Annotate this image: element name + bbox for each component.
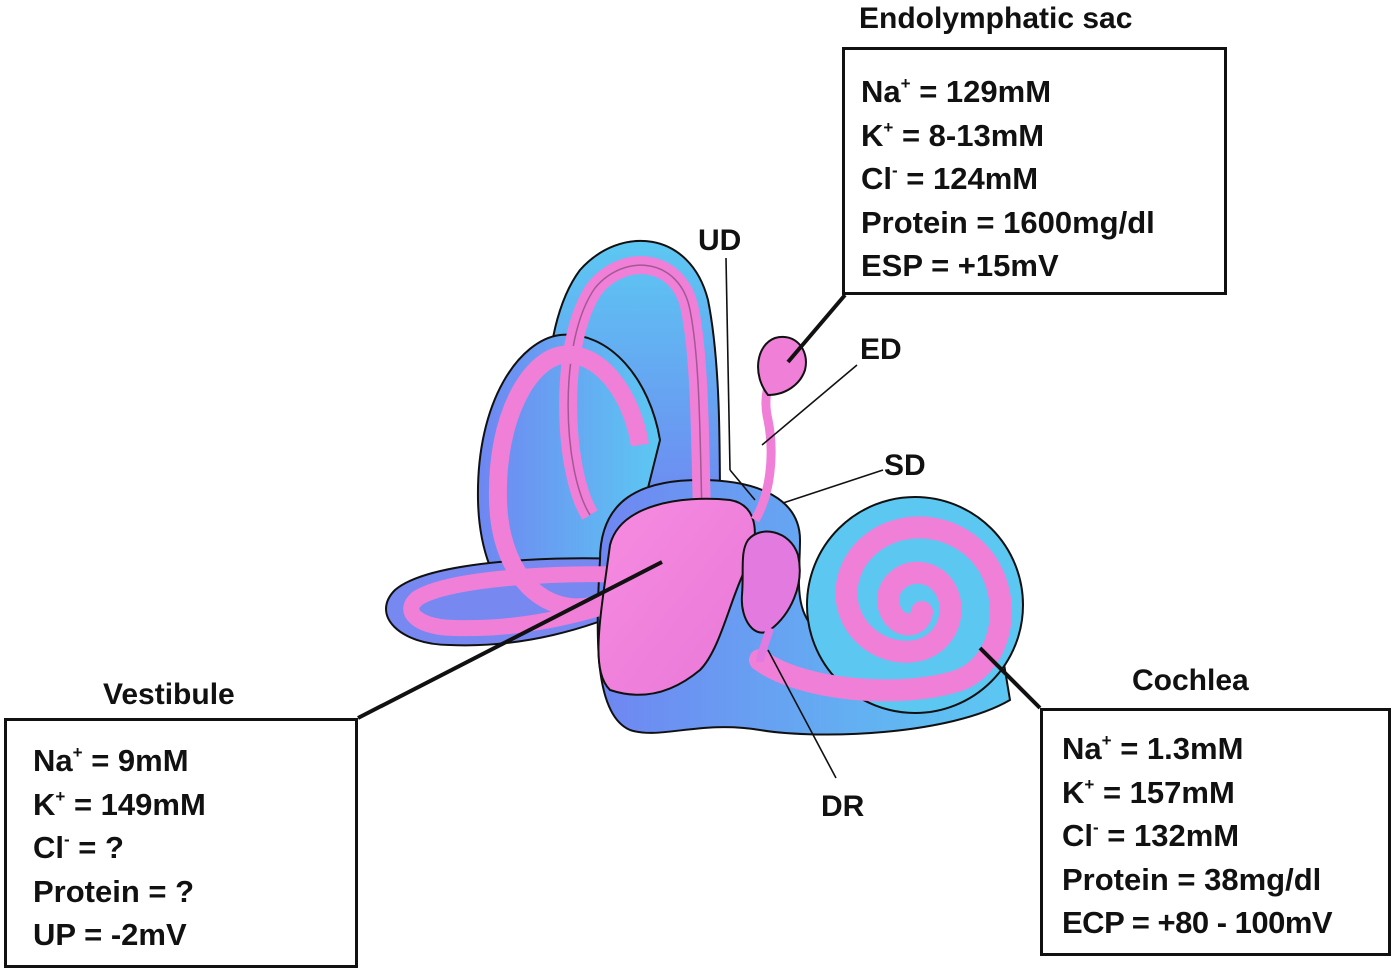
sac-row-protein: Protein = 1600mg/dl [861,204,1155,240]
sac-row-cl: Cl- = 124mM [861,161,1039,196]
sac-row-na: Na+ = 129mM [861,74,1052,109]
vestibule-pointer-line [357,560,663,720]
cochlea-box: Na+ = 1.3mM K+ = 157mM Cl- = 132mM Prote… [1040,708,1391,956]
vestibule-box: Na+ = 9mM K+ = 149mM Cl- = ? Protein = ?… [4,718,358,968]
ud-pointer-line [725,257,731,471]
vestibule-row-protein: Protein = ? [33,873,195,909]
vestibule-row-potential: UP = -2mV [33,917,187,952]
cochlea-row-cl: Cl- = 132mM [1062,818,1240,853]
cochlea-pointer-line [978,646,1042,710]
superior-canal-inner [559,256,711,520]
dr-pointer-line [767,649,837,779]
vestibule-row-k: K+ = 149mM [33,786,206,822]
ed-pointer-line [761,364,858,446]
endolymphatic-sac-title: Endolymphatic sac [859,2,1133,35]
label-sd: SD [884,449,926,482]
endolymphatic-sac-box: Na+ = 129mM K+ = 8-13mM Cl- = 124mM Prot… [842,47,1227,295]
label-dr: DR [821,790,865,823]
cochlear-duct [749,516,1012,702]
label-ud: UD [698,224,742,257]
vestibule-title: Vestibule [103,678,235,711]
posterior-canal-inner [488,345,649,617]
vestibule-row-na: Na+ = 9mM [33,743,189,778]
lateral-canal-inner [403,566,643,637]
sd-pointer-line [782,469,884,504]
cochlea-row-k: K+ = 157mM [1062,774,1235,810]
cochlea-title: Cochlea [1132,664,1249,697]
utricle [597,497,756,696]
sac-row-potential: ESP = +15mV [861,248,1059,283]
cochlea-row-potential: ECP = +80 - 100mV [1062,905,1333,940]
cochlea-row-protein: Protein = 38mg/dl [1062,861,1322,897]
endolymph-system [403,256,1012,702]
cochlea-row-na: Na+ = 1.3mM [1062,731,1244,766]
pointer-lines [357,257,1042,779]
sac-pointer-line [786,293,847,364]
ductus-reuniens [756,626,774,663]
vestibule-row-cl: Cl- = ? [33,830,124,865]
label-ed: ED [860,333,902,366]
ud-pointer-tail [729,469,756,501]
sac-row-k: K+ = 8-13mM [861,117,1045,153]
endolymphatic-sac [757,335,807,397]
